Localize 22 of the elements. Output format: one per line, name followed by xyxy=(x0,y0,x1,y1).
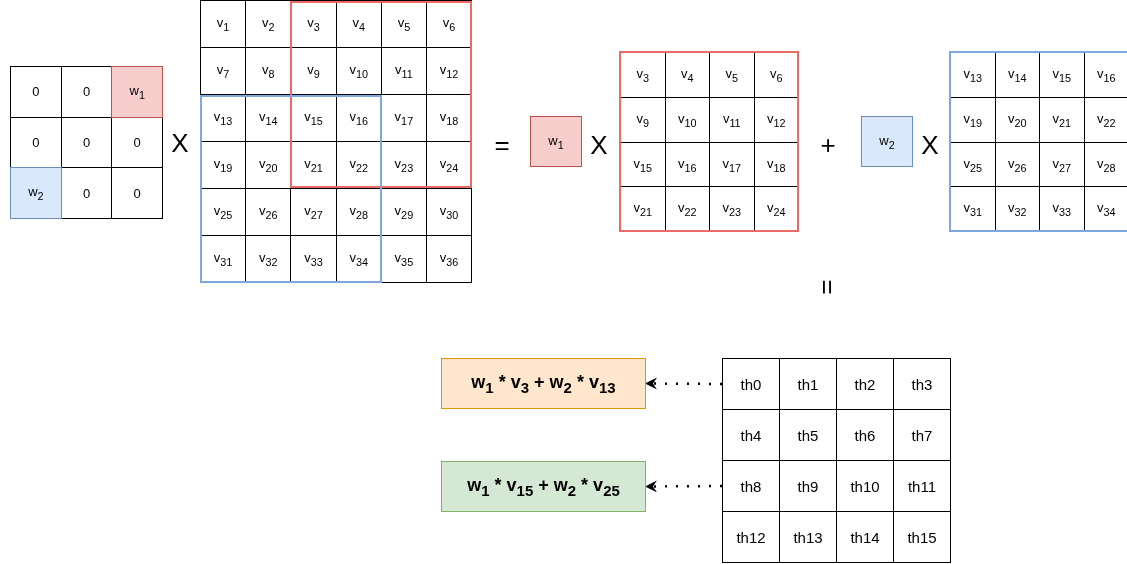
thread-cell: th0 xyxy=(722,358,780,410)
arrow xyxy=(645,377,722,390)
matrix-cell: 0 xyxy=(111,167,164,220)
formula-box: w$_{1}$ * v$_{3}$ + w$_{2}$ * v$_{13}$ xyxy=(441,358,646,409)
operator-symbol: X xyxy=(920,128,940,162)
arrow xyxy=(645,480,722,493)
matrix-cell: v$_{1}$ xyxy=(200,0,247,48)
operator-symbol: + xyxy=(819,128,837,162)
matrix-cell: w$_{1}$ xyxy=(111,66,164,118)
thread-cell: th12 xyxy=(722,511,780,563)
operator-symbol: = xyxy=(812,278,845,297)
formula-box: w$_{1}$ * v$_{15}$ + w$_{2}$ * v$_{25}$ xyxy=(441,461,646,512)
thread-cell: th15 xyxy=(893,511,951,563)
weight-box: w$_{1}$ xyxy=(530,116,582,167)
matrix-cell: 0 xyxy=(10,66,62,118)
operator-symbol: X xyxy=(589,128,609,162)
matrix-cell: v$_{36}$ xyxy=(426,235,473,283)
thread-cell: th3 xyxy=(893,358,951,410)
weight-box: w$_{2}$ xyxy=(861,116,913,167)
matrix-cell: w$_{2}$ xyxy=(10,167,62,220)
operator-symbol: = xyxy=(493,128,511,162)
operator-symbol: X xyxy=(170,126,190,160)
